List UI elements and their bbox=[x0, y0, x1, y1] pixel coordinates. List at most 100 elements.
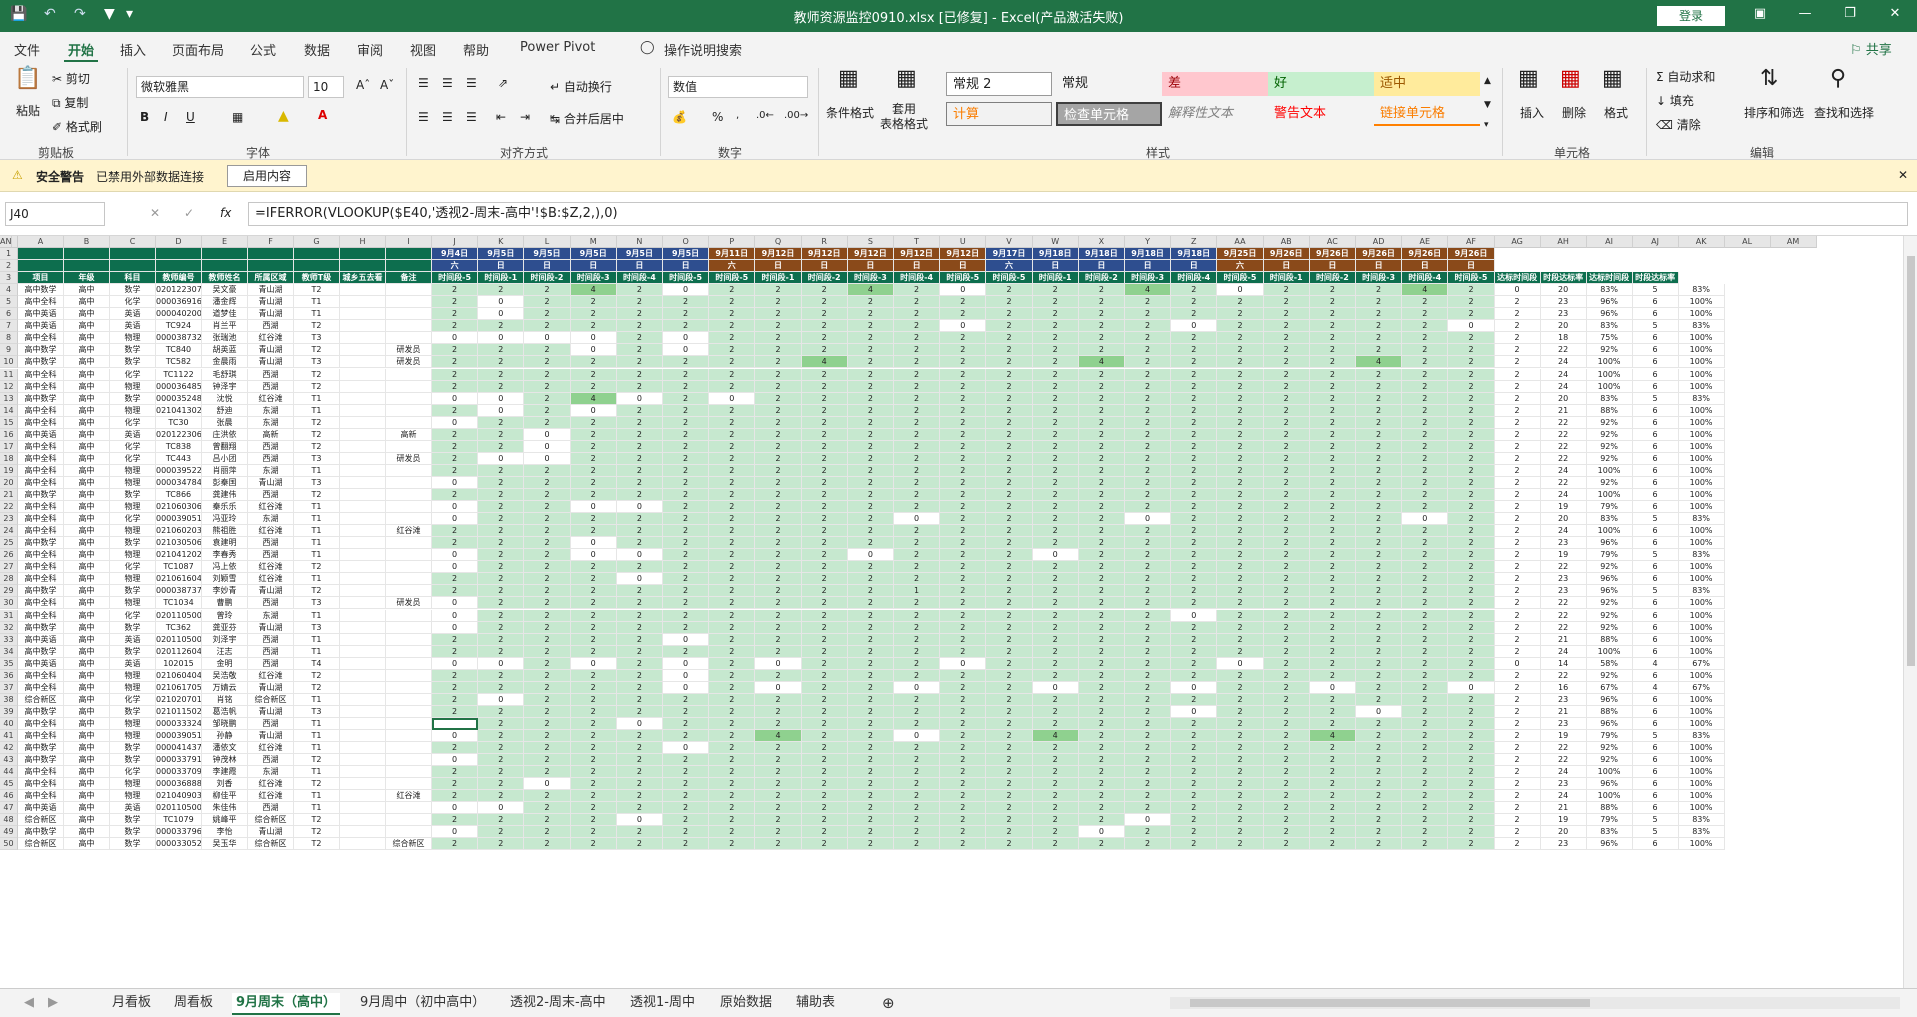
data-cell[interactable]: 物理 bbox=[110, 380, 156, 393]
summary-cell[interactable]: 88% bbox=[1586, 633, 1633, 646]
slot-cell[interactable]: 2 bbox=[1402, 501, 1449, 514]
row-header[interactable]: 12 bbox=[0, 380, 18, 393]
data-cell[interactable]: 西湖 bbox=[248, 657, 294, 670]
summary-cell[interactable]: 6 bbox=[1632, 404, 1679, 417]
slot-cell[interactable]: 2 bbox=[478, 585, 525, 598]
data-cell[interactable]: 吴文豪 bbox=[202, 284, 248, 297]
slot-cell[interactable]: 2 bbox=[1356, 525, 1403, 538]
slot-cell[interactable]: 2 bbox=[1309, 308, 1356, 321]
data-cell[interactable]: 高中全科 bbox=[18, 476, 64, 489]
summary-cell[interactable]: 19 bbox=[1540, 814, 1587, 827]
data-cell[interactable] bbox=[340, 368, 386, 381]
weekday-header[interactable]: 日 bbox=[1356, 260, 1403, 273]
slot-cell[interactable]: 2 bbox=[801, 621, 848, 634]
data-cell[interactable]: 高中数学 bbox=[18, 392, 64, 405]
date-header[interactable]: 9月11日 bbox=[709, 248, 756, 261]
data-cell[interactable]: 潘依文 bbox=[202, 742, 248, 755]
row-header[interactable]: 28 bbox=[0, 573, 18, 586]
data-cell[interactable]: 研发员 bbox=[386, 356, 432, 369]
summary-cell[interactable]: 24 bbox=[1540, 464, 1587, 477]
data-cell[interactable] bbox=[386, 705, 432, 718]
slot-cell[interactable]: 2 bbox=[986, 525, 1033, 538]
slot-cell[interactable]: 2 bbox=[1171, 404, 1218, 417]
data-cell[interactable] bbox=[386, 440, 432, 453]
slot-cell[interactable]: 2 bbox=[755, 525, 802, 538]
slot-cell[interactable]: 2 bbox=[1263, 525, 1310, 538]
slot-cell[interactable]: 2 bbox=[940, 549, 987, 562]
border-icon[interactable]: ▦ bbox=[232, 110, 244, 124]
slot-header[interactable]: 时间段-4 bbox=[894, 272, 941, 285]
slot-cell[interactable]: 2 bbox=[1263, 561, 1310, 574]
slot-cell[interactable]: 2 bbox=[801, 332, 848, 345]
slot-cell[interactable]: 2 bbox=[478, 633, 525, 646]
slot-cell[interactable]: 2 bbox=[894, 693, 941, 706]
date-header[interactable]: 9月12日 bbox=[755, 248, 802, 261]
slot-cell[interactable]: 2 bbox=[894, 464, 941, 477]
slot-cell[interactable]: 0 bbox=[663, 742, 710, 755]
summary-cell[interactable]: 96% bbox=[1586, 308, 1633, 321]
slot-cell[interactable]: 2 bbox=[1078, 525, 1125, 538]
column-title[interactable]: 教师T级 bbox=[294, 272, 340, 285]
slot-cell[interactable]: 2 bbox=[1078, 790, 1125, 803]
slot-cell[interactable]: 2 bbox=[1217, 766, 1264, 779]
slot-cell[interactable]: 2 bbox=[1448, 754, 1495, 767]
close-warning-icon[interactable]: ✕ bbox=[1898, 168, 1909, 182]
slot-cell[interactable]: 2 bbox=[1125, 464, 1172, 477]
slot-cell[interactable]: 2 bbox=[709, 657, 756, 670]
data-cell[interactable]: 高中全科 bbox=[18, 573, 64, 586]
slot-cell[interactable]: 2 bbox=[755, 573, 802, 586]
slot-cell[interactable]: 2 bbox=[1309, 633, 1356, 646]
data-cell[interactable]: 毛舒琪 bbox=[202, 368, 248, 381]
column-header[interactable]: S bbox=[847, 236, 894, 248]
summary-cell[interactable]: 6 bbox=[1632, 838, 1679, 851]
summary-cell[interactable]: 2 bbox=[1494, 549, 1541, 562]
sort-filter-icon[interactable]: ⇅ bbox=[1760, 66, 1779, 91]
data-cell[interactable]: 000036888 bbox=[156, 778, 202, 791]
slot-cell[interactable]: 2 bbox=[1263, 549, 1310, 562]
summary-cell[interactable]: 83% bbox=[1678, 730, 1725, 743]
fill-button[interactable]: ↓ 填充 bbox=[1656, 94, 1694, 108]
data-cell[interactable]: T2 bbox=[294, 814, 340, 827]
slot-cell[interactable]: 2 bbox=[1125, 332, 1172, 345]
tab-view[interactable]: 视图 bbox=[410, 44, 437, 59]
slot-cell[interactable]: 2 bbox=[755, 404, 802, 417]
slot-cell[interactable]: 0 bbox=[432, 416, 479, 429]
slot-cell[interactable]: 2 bbox=[1125, 308, 1172, 321]
data-cell[interactable]: 龚建伟 bbox=[202, 489, 248, 502]
slot-cell[interactable]: 2 bbox=[847, 428, 894, 441]
data-cell[interactable]: 高中全科 bbox=[18, 501, 64, 514]
row-header[interactable]: 44 bbox=[0, 766, 18, 779]
summary-cell[interactable]: 100% bbox=[1678, 754, 1725, 767]
data-cell[interactable]: 数学 bbox=[110, 826, 156, 839]
slot-cell[interactable]: 2 bbox=[1356, 621, 1403, 634]
data-cell[interactable]: 化学 bbox=[110, 766, 156, 779]
row-header[interactable]: 16 bbox=[0, 428, 18, 441]
slot-cell[interactable]: 2 bbox=[709, 284, 756, 297]
slot-cell[interactable]: 2 bbox=[1356, 585, 1403, 598]
slot-cell[interactable]: 2 bbox=[1171, 356, 1218, 369]
slot-cell[interactable]: 2 bbox=[616, 802, 663, 815]
summary-cell[interactable]: 2 bbox=[1494, 645, 1541, 658]
summary-cell[interactable]: 96% bbox=[1586, 838, 1633, 851]
slot-cell[interactable]: 2 bbox=[1032, 766, 1079, 779]
data-cell[interactable]: 西湖 bbox=[248, 549, 294, 562]
slot-cell[interactable]: 2 bbox=[570, 368, 617, 381]
slot-cell[interactable]: 2 bbox=[1078, 669, 1125, 682]
slot-header[interactable]: 时间段-4 bbox=[1402, 272, 1449, 285]
data-cell[interactable]: 高中 bbox=[64, 356, 110, 369]
conditional-format-icon[interactable]: ▦ bbox=[838, 66, 859, 91]
summary-cell[interactable]: 2 bbox=[1494, 669, 1541, 682]
summary-cell[interactable]: 6 bbox=[1632, 452, 1679, 465]
summary-cell[interactable]: 2 bbox=[1494, 802, 1541, 815]
slot-cell[interactable]: 2 bbox=[801, 778, 848, 791]
data-cell[interactable]: 高中全科 bbox=[18, 440, 64, 453]
slot-cell[interactable]: 2 bbox=[1309, 657, 1356, 670]
slot-cell[interactable]: 2 bbox=[755, 609, 802, 622]
summary-cell[interactable]: 79% bbox=[1586, 730, 1633, 743]
slot-cell[interactable]: 2 bbox=[616, 681, 663, 694]
slot-cell[interactable]: 2 bbox=[1356, 693, 1403, 706]
slot-cell[interactable]: 2 bbox=[755, 814, 802, 827]
slot-cell[interactable]: 2 bbox=[524, 717, 571, 730]
slot-cell[interactable]: 2 bbox=[570, 645, 617, 658]
data-cell[interactable]: 西湖 bbox=[248, 754, 294, 767]
